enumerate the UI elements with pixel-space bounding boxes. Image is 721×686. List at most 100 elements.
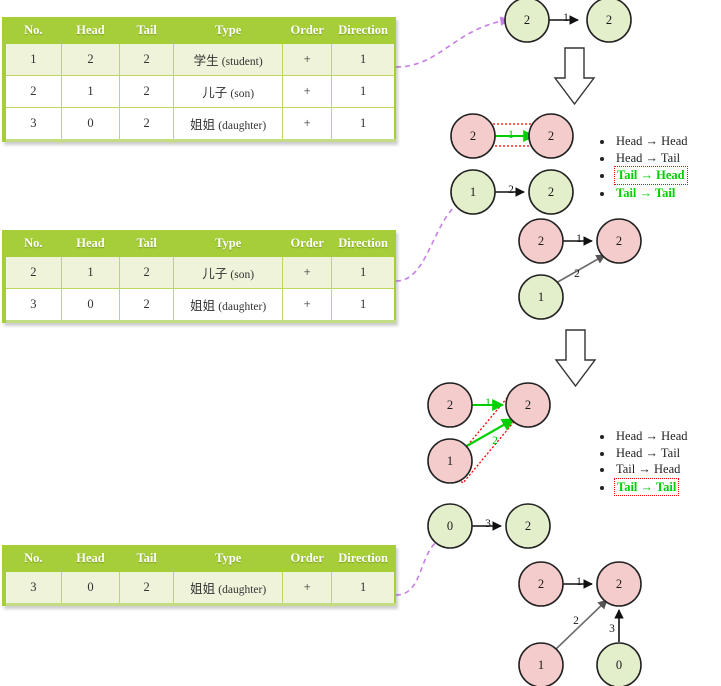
node-g1-a [504,0,550,43]
edge-label: 1 [576,233,582,245]
relation-table-1: No. Head Tail Type Order Direction 1 2 2… [2,17,396,142]
col-type: Type [173,17,284,44]
cell-no: 3 [3,288,62,322]
type-cn: 姐姐 [190,581,216,596]
legend-item-head-head: Head → Head [614,133,690,150]
legend-item-head-tail: Head → Tail [614,445,690,462]
node-label: 2 [525,398,531,412]
connector-table2-to-graph3 [395,197,468,282]
cell-order: + [282,43,333,76]
connector-table3-to-graph6 [395,536,445,596]
edge-2 [555,254,606,284]
node-g5-c [427,438,473,484]
cell-direction: 1 [331,43,396,76]
node-g5-a [427,382,473,428]
node-label: 2 [548,129,554,143]
legend-2: Head → Head Head → Tail Tail → Head Tail… [596,428,690,496]
cell-type: 儿子 (son) [173,256,284,289]
legend-label: Head → Head [616,134,688,148]
col-order: Order [282,545,333,572]
col-tail: Tail [119,230,175,257]
cell-type: 学生 (student) [173,43,284,76]
cell-type: 姐姐 (daughter) [173,107,284,141]
cell-head: 0 [60,288,121,322]
edge-label: 3 [485,518,491,530]
node-g3-b [528,169,574,215]
table-header-row: No. Head Tail Type Order Direction [3,17,396,44]
table-header-row: No. Head Tail Type Order Direction [3,545,396,572]
node-g6-b [505,503,551,549]
col-tail: Tail [119,545,175,572]
cell-head: 2 [60,43,121,76]
node-g5-b [505,382,551,428]
node-label: 2 [606,13,612,27]
legend-list: Head → Head Head → Tail Tail → Head Tail… [596,133,690,201]
cell-tail: 2 [119,288,175,322]
table-row: 3 0 2 姐姐 (daughter) + 1 [3,288,396,322]
step-arrow-1 [553,47,596,106]
legend-label: Tail → Head [614,166,688,185]
cell-tail: 2 [119,43,175,76]
node-g4-a [518,218,564,264]
legend-label: Head → Head [616,429,688,443]
graph-4: 2 2 1 1 2 [518,218,642,320]
node-label: 0 [447,519,453,533]
node-label: 2 [538,234,544,248]
node-label: 1 [470,185,476,199]
cell-direction: 1 [331,571,396,605]
node-g7-a [518,561,564,607]
type-en: (son) [230,269,255,281]
cell-tail: 2 [119,256,175,289]
edge-label: 1 [508,129,514,141]
relation-table-3: No. Head Tail Type Order Direction 3 0 2… [2,545,396,606]
cell-direction: 1 [331,288,396,322]
graph-3: 1 2 2 [450,169,574,215]
table-row: 1 2 2 学生 (student) + 1 [3,43,396,76]
node-label: 1 [538,658,544,672]
cell-head: 0 [60,571,121,605]
edge-label: 2 [508,184,514,196]
type-en: (son) [230,88,255,100]
node-label: 1 [447,454,453,468]
legend-item-tail-tail: Tail → Tail [614,185,690,202]
col-order: Order [282,230,333,257]
col-type: Type [173,545,284,572]
node-label: 2 [616,234,622,248]
cell-head: 0 [60,107,121,141]
col-type: Type [173,230,284,257]
node-label: 2 [470,129,476,143]
step-arrow-2 [554,329,597,388]
col-no: No. [3,545,62,572]
node-g7-c [518,642,564,686]
cell-order: + [282,107,333,141]
relation-table-2: No. Head Tail Type Order Direction 2 1 2… [2,230,396,323]
node-g2-a [450,113,496,159]
edge-label: 1 [576,576,582,588]
node-label: 2 [538,577,544,591]
col-no: No. [3,230,62,257]
node-label: 0 [616,658,622,672]
col-no: No. [3,17,62,44]
legend-list: Head → Head Head → Tail Tail → Head Tail… [596,428,690,496]
type-cn: 姐姐 [190,298,216,313]
legend-label: Tail → Tail [614,477,680,496]
node-g2-b [528,113,574,159]
edge-label: 2 [573,615,579,627]
cell-direction: 1 [331,75,396,108]
edge-label: 1 [563,12,569,24]
cell-no: 2 [3,256,62,289]
node-g1-b [586,0,632,43]
cell-direction: 1 [331,107,396,141]
legend-item-tail-head: Tail → Head [614,461,690,478]
type-cn: 学生 [193,53,219,68]
node-g4-b [596,218,642,264]
node-label: 2 [616,577,622,591]
cell-no: 1 [3,43,62,76]
col-tail: Tail [119,17,175,44]
cell-tail: 2 [119,75,175,108]
edge-2 [555,599,608,650]
type-en: (student) [221,56,263,68]
edge-label: 3 [609,623,615,635]
col-order: Order [282,17,333,44]
